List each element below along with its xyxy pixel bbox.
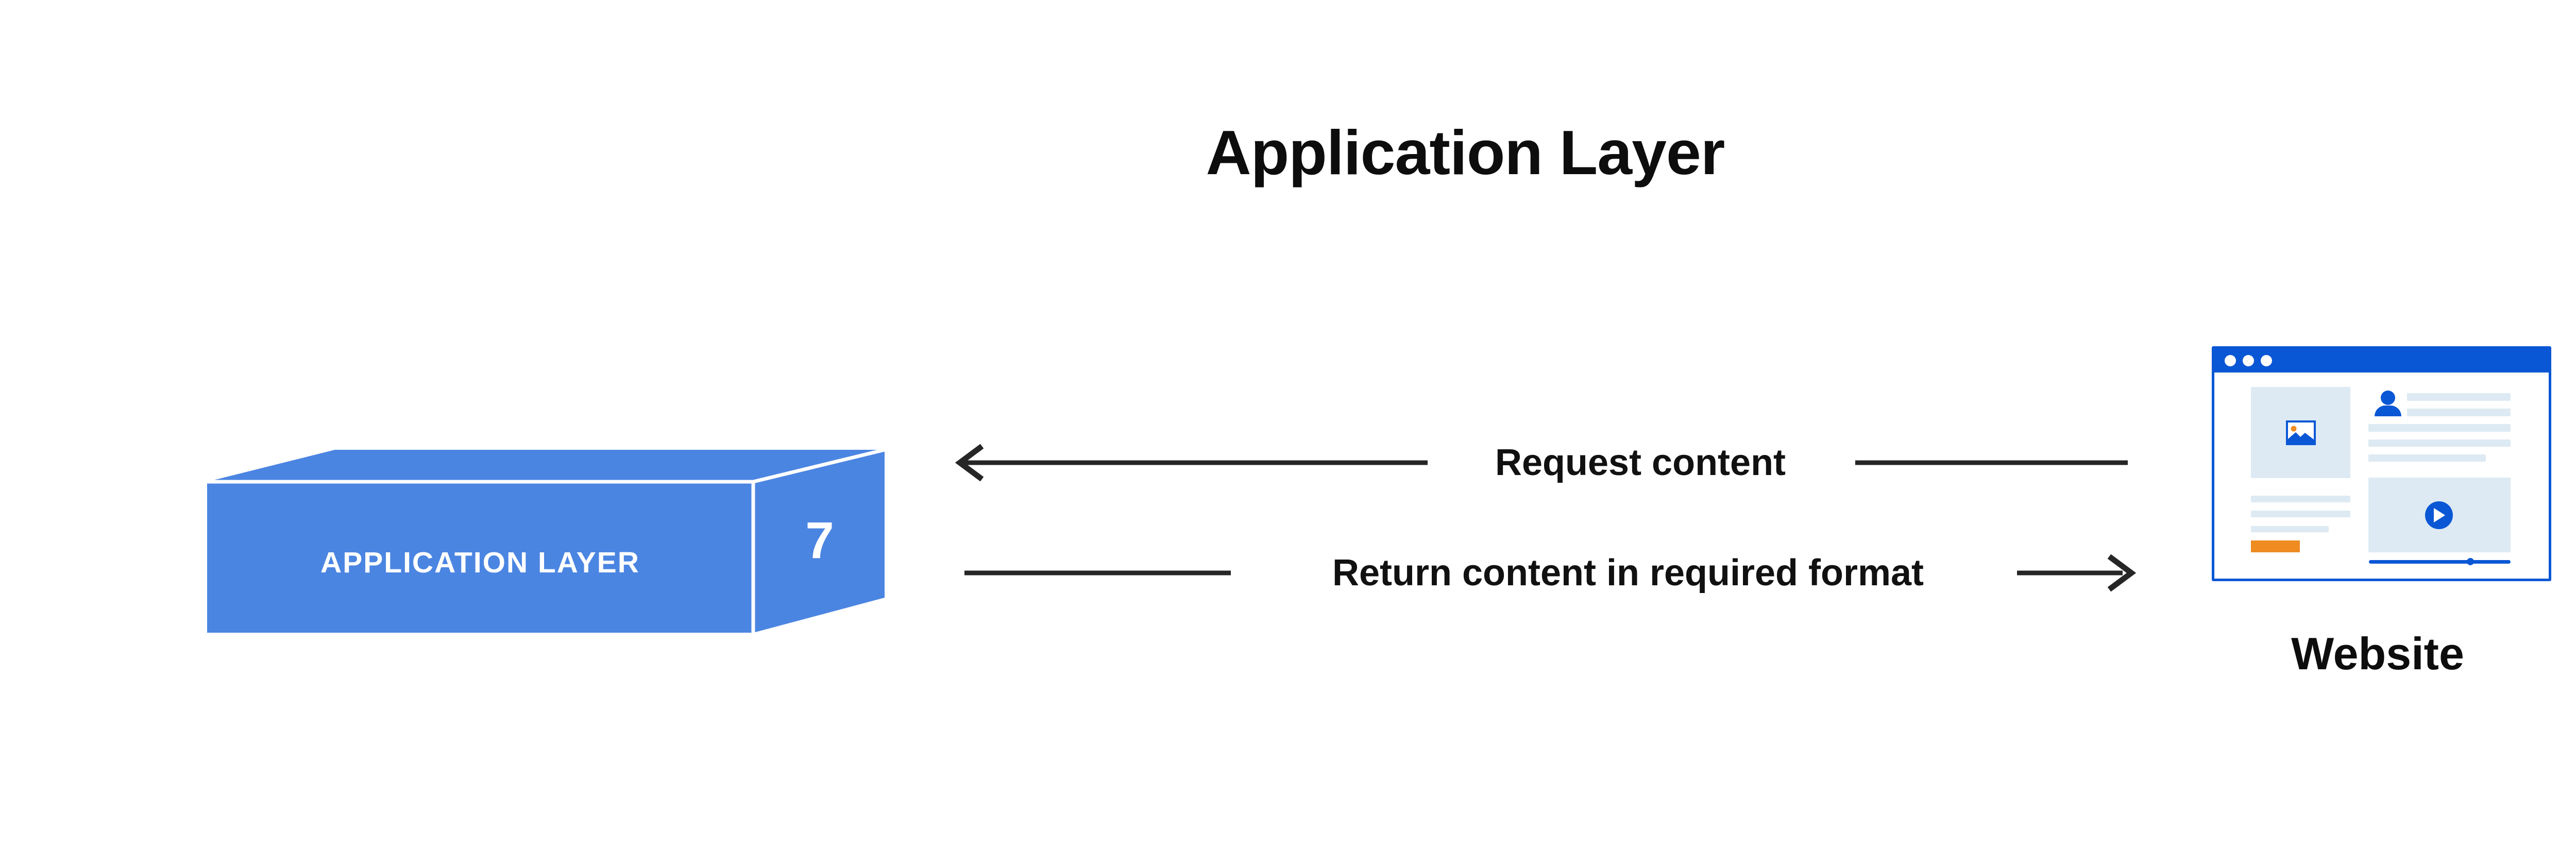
response-arrow-label: Return content in required format	[1332, 552, 1924, 594]
osi-layer-box: APPLICATION LAYER 7	[207, 448, 885, 633]
text-line-placeholder	[2368, 424, 2511, 432]
layer-number: 7	[805, 512, 834, 569]
request-arrow-label: Request content	[1495, 442, 1786, 483]
text-line-placeholder	[2251, 526, 2329, 532]
text-line-placeholder	[2368, 439, 2511, 447]
page-title: Application Layer	[1206, 117, 1725, 188]
browser-window	[2212, 346, 2551, 581]
user-icon	[2381, 391, 2395, 405]
text-line-placeholder	[2368, 454, 2486, 462]
response-arrow	[964, 554, 2137, 592]
image-placeholder-icon	[2286, 420, 2316, 445]
window-dot-icon	[2261, 355, 2272, 366]
user-icon-body	[2375, 405, 2401, 416]
box-front-face	[207, 482, 753, 633]
website-caption: Website	[2291, 628, 2464, 679]
box-edge-highlights	[207, 448, 885, 633]
text-line-placeholder	[2251, 511, 2350, 517]
text-line-placeholder	[2407, 409, 2511, 416]
play-icon	[2425, 501, 2453, 529]
request-arrow	[955, 444, 2128, 482]
text-line-placeholder	[2251, 496, 2350, 502]
text-line-placeholder	[2407, 393, 2511, 401]
cta-button-placeholder	[2251, 540, 2300, 552]
box-side-face	[753, 450, 885, 633]
browser-title-bar	[2214, 349, 2549, 373]
window-dot-icon	[2243, 355, 2254, 366]
video-progress-bar	[2369, 560, 2511, 564]
box-front-label: APPLICATION LAYER	[320, 546, 640, 579]
left-arrowhead-icon	[955, 444, 984, 482]
window-dot-icon	[2225, 355, 2236, 366]
progress-handle-icon	[2467, 558, 2474, 565]
box-top-face	[207, 450, 885, 482]
right-arrowhead-icon	[2107, 554, 2137, 592]
